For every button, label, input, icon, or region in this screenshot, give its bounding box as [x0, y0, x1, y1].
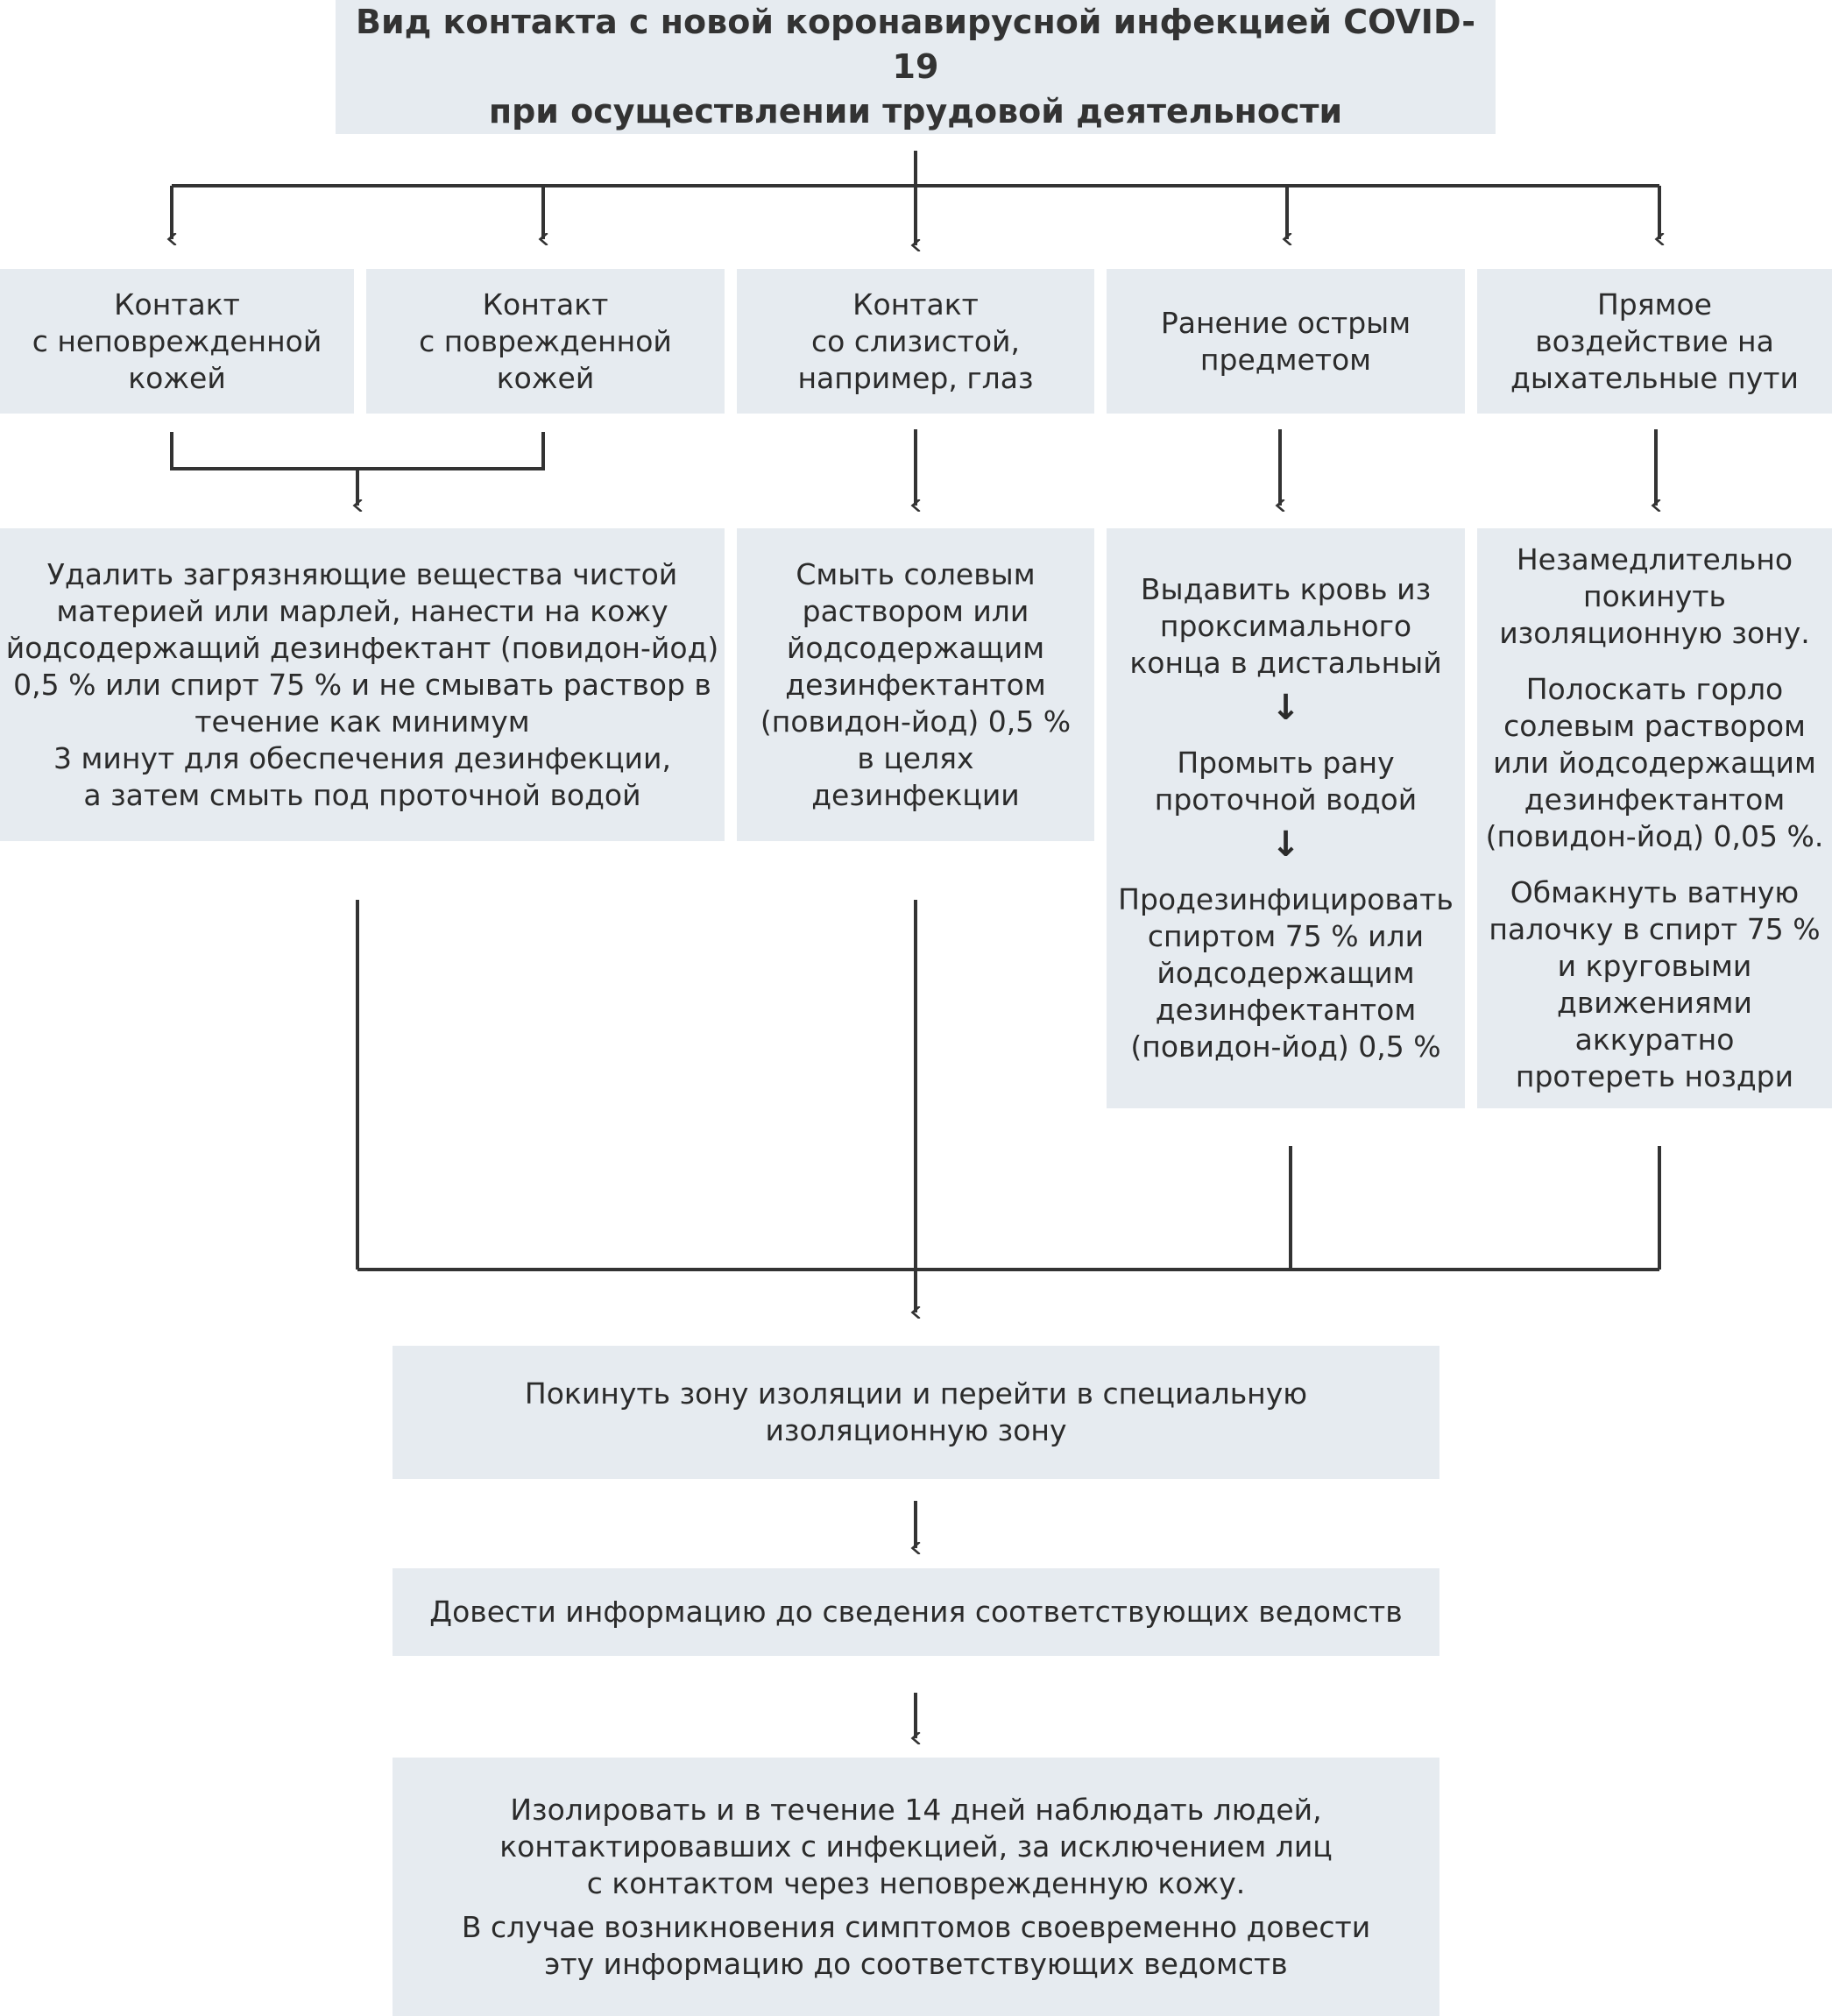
isolate-box: Изолировать и в течение 14 дней наблюдат… — [393, 1758, 1439, 2016]
action-box-respiratory: Незамедлительно покинуть изоляционную зо… — [1477, 528, 1832, 1108]
action-box-sharp: Выдавить кровь из проксимального конца в… — [1107, 528, 1465, 1108]
action-step-3: Продезинфицировать спиртом 75 % или йодс… — [1118, 882, 1454, 1064]
contact-label: Ранение острым предметом — [1160, 305, 1411, 377]
action-step-2: Промыть рану проточной водой — [1154, 746, 1418, 817]
diagram-title: Вид контакта с новой коронавирусной инфе… — [356, 3, 1475, 131]
contact-label: Контакт с неповрежденной кожей — [32, 286, 322, 395]
skin-merge-line — [170, 432, 545, 470]
contact-box-damaged-skin: Контакт с поврежденной кожей — [366, 269, 725, 414]
contact-box-respiratory: Прямое воздействие на дыхательные пути — [1477, 269, 1832, 414]
isolate-text-1: Изолировать и в течение 14 дней наблюдат… — [499, 1792, 1333, 1900]
inform-box: Довести информацию до сведения соответст… — [393, 1568, 1439, 1656]
down-arrow-icon: ↓ — [1270, 824, 1301, 865]
contact-label: Прямое воздействие на дыхательные пути — [1510, 286, 1799, 395]
inform-text: Довести информацию до сведения соответст… — [429, 1595, 1403, 1629]
title-box: Вид контакта с новой коронавирусной инфе… — [336, 0, 1496, 134]
leave-zone-box: Покинуть зону изоляции и перейти в специ… — [393, 1346, 1439, 1479]
action-step-1: Выдавить кровь из проксимального конца в… — [1129, 572, 1442, 680]
contact-box-intact-skin: Контакт с неповрежденной кожей — [0, 269, 354, 414]
contact-label: Контакт со слизистой, например, глаз — [797, 286, 1034, 395]
action-box-mucosa: Смыть солевым раствором или йодсодержащи… — [737, 528, 1094, 841]
action-text: Смыть солевым раствором или йодсодержащи… — [760, 556, 1072, 812]
contact-box-sharp-injury: Ранение острым предметом — [1107, 269, 1465, 414]
leave-zone-text: Покинуть зону изоляции и перейти в специ… — [524, 1376, 1308, 1447]
contact-label: Контакт с поврежденной кожей — [419, 286, 672, 395]
isolate-text-2: В случае возникновения симптомов своевре… — [461, 1909, 1371, 1981]
action-box-skin: Удалить загрязняющие вещества чистой мат… — [0, 528, 725, 841]
down-arrow-icon: ↓ — [1270, 688, 1301, 728]
action-step-1: Незамедлительно покинуть изоляционную зо… — [1499, 542, 1810, 650]
action-text: Удалить загрязняющие вещества чистой мат… — [5, 556, 719, 812]
action-step-3: Обмакнуть ватную палочку в спирт 75 % и … — [1489, 875, 1821, 1093]
contact-box-mucosa: Контакт со слизистой, например, глаз — [737, 269, 1094, 414]
action-step-2: Полоскать горло солевым раствором или йо… — [1485, 672, 1824, 853]
